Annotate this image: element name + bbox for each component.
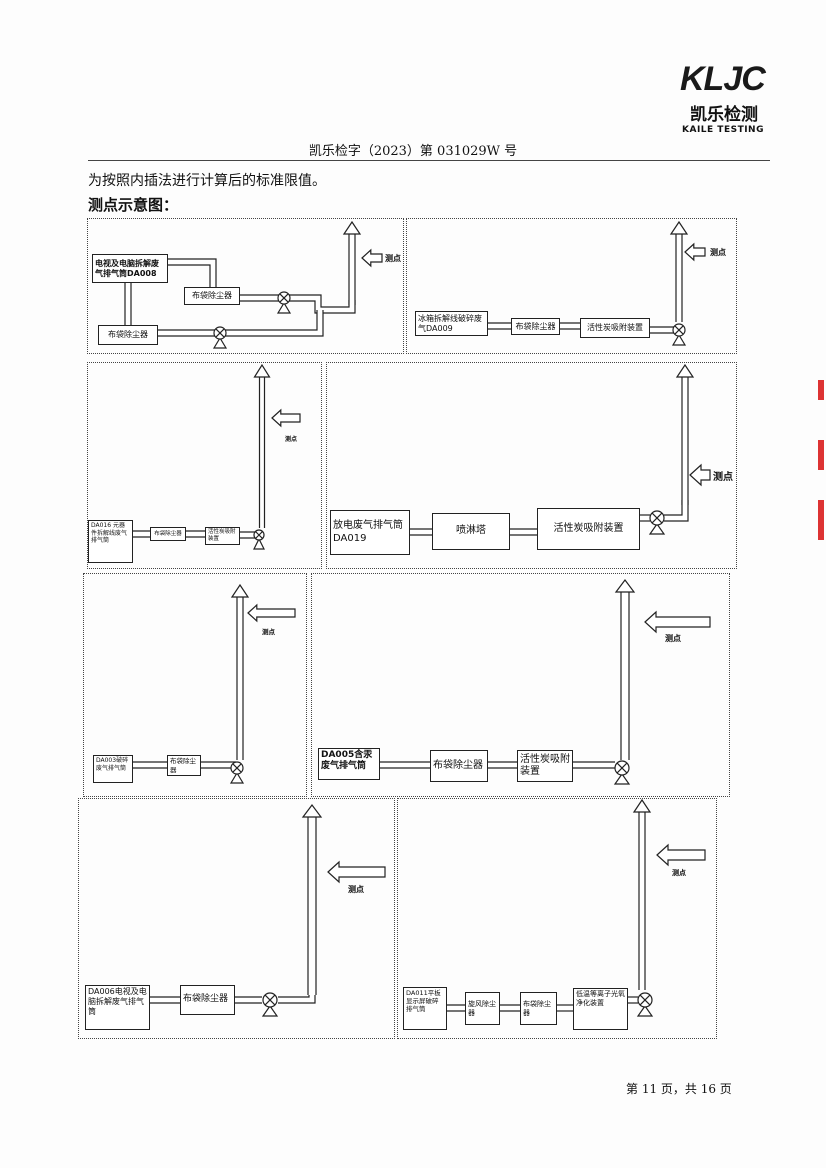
chimney-arrow-icon xyxy=(230,583,250,598)
measure-point-label: 测点 xyxy=(710,248,726,257)
margin-stamp-mark xyxy=(818,380,824,400)
treatment-box: 喷淋塔 xyxy=(432,513,510,550)
measure-point-arrow-icon xyxy=(656,843,706,867)
intro-text: 为按照内插法进行计算后的标准限值。 xyxy=(88,173,326,189)
measure-point-arrow-icon xyxy=(361,248,383,268)
diagram-panel-4 xyxy=(326,362,737,569)
chimney-arrow-icon xyxy=(253,363,271,378)
chimney-arrow-icon xyxy=(675,363,695,378)
margin-stamp-mark xyxy=(818,440,824,470)
diagram-panel-3 xyxy=(87,362,322,569)
section-heading: 测点示意图： xyxy=(88,196,179,214)
margin-stamp-mark xyxy=(818,500,824,540)
company-name-en: KAILE TESTING xyxy=(682,125,764,135)
treatment-box: 活性炭吸附装置 xyxy=(580,318,650,338)
treatment-box: 布袋除尘器 xyxy=(184,287,240,305)
fan-cross xyxy=(639,994,651,1006)
treatment-box: 活性炭吸附装置 xyxy=(537,508,640,550)
fan-cross xyxy=(616,762,628,774)
measure-point-arrow-icon xyxy=(644,610,711,634)
source-box: DA005含汞废气排气筒 xyxy=(318,748,380,780)
diagram-panel-8 xyxy=(397,798,717,1039)
fan-cross xyxy=(674,325,684,335)
treatment-box: 活性炭吸附装置 xyxy=(205,527,240,545)
chimney-arrow-icon xyxy=(301,804,323,818)
treatment-box: 活性炭吸附装置 xyxy=(517,750,573,782)
page-number: 第 11 页，共 16 页 xyxy=(626,1082,732,1096)
fan-base-icon xyxy=(671,333,687,346)
source-box: 冰箱拆解线破碎废气DA009 xyxy=(415,311,488,336)
fan-base-icon xyxy=(261,1004,279,1017)
chimney-arrow-icon xyxy=(342,220,362,235)
company-logo: KLJC xyxy=(680,60,766,98)
fan-base-icon xyxy=(253,537,265,550)
treatment-box: 布袋除尘器 xyxy=(150,527,186,541)
fan-cross xyxy=(651,512,663,524)
pipe-bore xyxy=(168,259,216,287)
source-box: DA011平板显示屏破碎排气筒 xyxy=(403,987,447,1030)
treatment-box: 布袋除尘器 xyxy=(180,985,235,1015)
treatment-box: 低温等离子光氧净化装置 xyxy=(573,988,628,1030)
treatment-box: 布袋除尘器 xyxy=(430,750,488,782)
fan-cross xyxy=(264,994,276,1006)
measure-point-label: 测点 xyxy=(672,869,686,877)
source-box: DA006电视及电脑拆解废气排气筒 xyxy=(85,985,150,1030)
source-box: 放电废气排气筒DA019 xyxy=(330,510,410,555)
measure-point-label: 测点 xyxy=(385,254,401,263)
company-name-cn: 凯乐检测 xyxy=(690,105,758,125)
treatment-box: 布袋除尘器 xyxy=(167,755,201,776)
report-number: 凯乐检字（2023）第 031029W 号 xyxy=(308,144,518,159)
source-box: DA003破碎废气排气筒 xyxy=(93,755,133,783)
fan-cross xyxy=(215,328,225,338)
measure-point-label: 测点 xyxy=(713,472,733,483)
treatment-box: 布袋除尘器 xyxy=(520,992,557,1025)
fan-cross xyxy=(232,763,242,773)
diagram-panel-6 xyxy=(311,573,730,797)
diagram-panel-2 xyxy=(406,218,737,354)
fan-base-icon xyxy=(212,336,228,349)
fan-base-icon xyxy=(613,772,631,785)
treatment-box: 布袋除尘器 xyxy=(98,325,158,345)
pipe-bore xyxy=(664,500,688,521)
fan-cross xyxy=(255,531,263,539)
diagram-panel-7 xyxy=(78,798,395,1039)
fan-cross xyxy=(279,293,289,303)
measure-point-arrow-icon xyxy=(684,242,706,262)
chimney-arrow-icon xyxy=(669,220,689,235)
measure-point-arrow-icon xyxy=(327,860,386,884)
fan-base-icon xyxy=(229,771,245,784)
source-box: DA016 元器件拆解线废气排气筒 xyxy=(88,520,133,563)
measure-point-label: 测点 xyxy=(348,885,364,894)
measure-point-arrow-icon xyxy=(247,603,296,623)
treatment-box: 旋风除尘器 xyxy=(465,992,500,1025)
fan-base-icon xyxy=(636,1004,654,1017)
diagram-panel-5 xyxy=(83,573,307,797)
chimney-arrow-icon xyxy=(632,798,652,813)
measure-point-label: 测点 xyxy=(285,436,298,443)
measure-point-arrow-icon xyxy=(689,463,711,487)
measure-point-label: 测点 xyxy=(665,634,681,643)
source-box: 电视及电脑拆解废气排气筒DA008 xyxy=(92,254,168,283)
diagram-panel-1 xyxy=(87,218,404,354)
header-divider xyxy=(88,160,770,161)
measure-point-label: 测点 xyxy=(262,628,275,636)
pipe-bore xyxy=(158,310,323,336)
fan-base-icon xyxy=(276,301,292,314)
treatment-box: 布袋除尘器 xyxy=(511,318,560,335)
measure-point-arrow-icon xyxy=(271,408,301,428)
chimney-arrow-icon xyxy=(614,579,636,593)
fan-base-icon xyxy=(648,522,666,535)
